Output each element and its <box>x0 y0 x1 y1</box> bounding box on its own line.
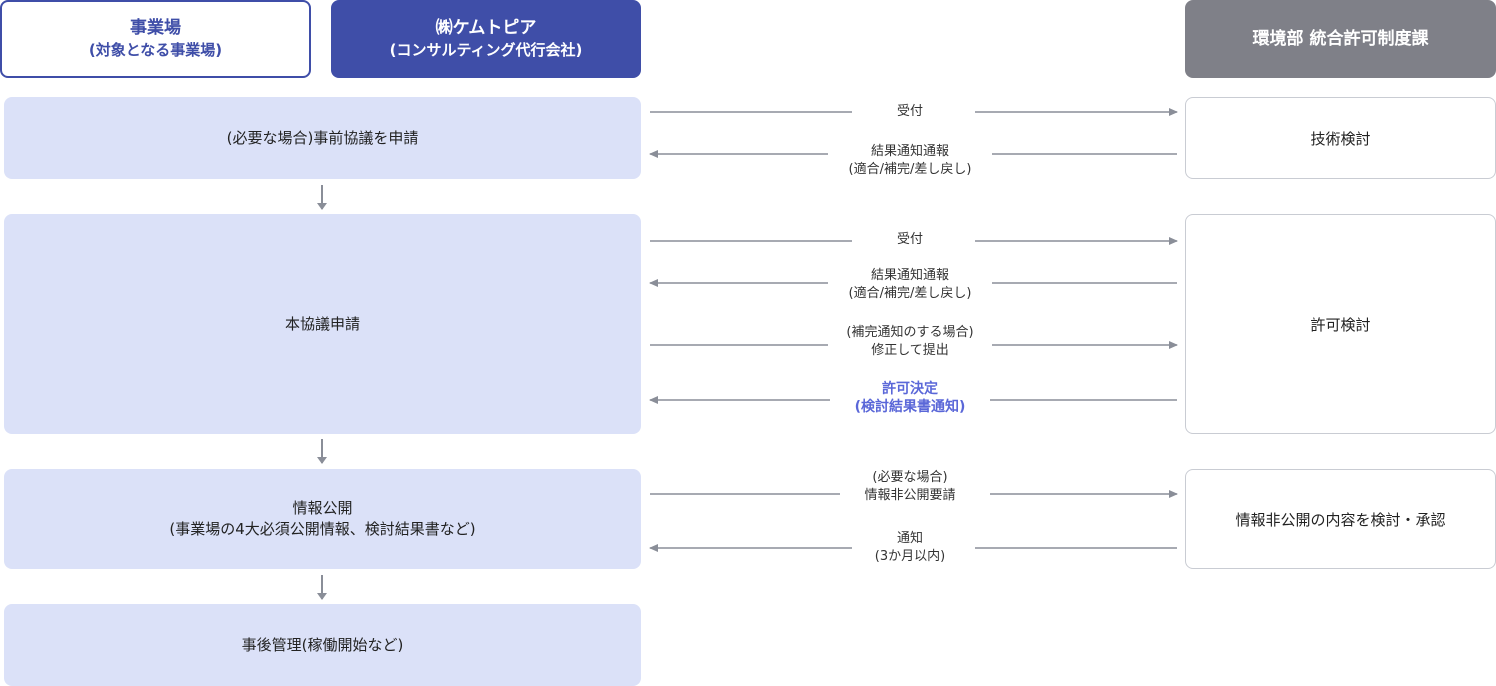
arrow-label-resubmit: (補完通知のする場合) 修正して提出 <box>760 324 1060 360</box>
arrow-label-line: (補完通知のする場合) <box>846 325 974 340</box>
header-government: 環境部 統合許可制度課 <box>1185 0 1496 78</box>
step-information-disclosure: 情報公開 (事業場の4大必須公開情報、検討結果書など) <box>4 469 641 569</box>
down-arrow-2 <box>317 439 327 464</box>
header-client-subtitle: (対象となる事業場) <box>88 41 223 59</box>
arrow-label-line: (適合/補完/差し戻し) <box>848 162 972 177</box>
down-arrow-3 <box>317 575 327 600</box>
gov-nondisclosure-review: 情報非公開の内容を検討・承認 <box>1185 469 1496 569</box>
arrow-label-line: (必要な場合) <box>872 470 948 485</box>
step-pre-consultation: (必要な場合)事前協議を申請 <box>4 97 641 179</box>
arrow-label-line: 結果通知通報 <box>870 268 949 283</box>
gov-box-label: 情報非公開の内容を検討・承認 <box>1235 510 1446 529</box>
arrow-label-notification: 通知 (3か月以内) <box>760 530 1060 566</box>
arrow-label-line: 通知 <box>896 531 923 546</box>
arrow-label-line: (適合/補完/差し戻し) <box>848 286 972 301</box>
header-client: 事業場 (対象となる事業場) <box>0 0 311 78</box>
step-label: (必要な場合)事前協議を申請 <box>226 128 419 147</box>
step-label: 事後管理(稼働開始など) <box>241 635 404 654</box>
arrow-label-receipt-2: 受付 <box>760 231 1060 249</box>
step-post-management: 事後管理(稼働開始など) <box>4 604 641 686</box>
gov-technical-review: 技術検討 <box>1185 97 1496 179</box>
arrow-label-line: 受付 <box>896 104 923 119</box>
gov-box-label: 許可検討 <box>1310 315 1371 334</box>
arrow-label-nondisclosure-request: (必要な場合) 情報非公開要請 <box>760 469 1060 505</box>
arrow-label-receipt-1: 受付 <box>760 103 1060 121</box>
arrow-label-line: 受付 <box>896 232 923 247</box>
arrow-label-result-1: 結果通知通報 (適合/補完/差し戻し) <box>760 143 1060 179</box>
step-label: 情報公開 <box>292 499 353 517</box>
header-consultant-subtitle: (コンサルティング代行会社) <box>389 41 583 59</box>
down-arrow-1 <box>317 185 327 210</box>
header-government-title: 環境部 統合許可制度課 <box>1252 29 1429 49</box>
arrow-label-line: (検討結果書通知) <box>854 399 966 415</box>
step-main-application: 本協議申請 <box>4 214 641 434</box>
arrow-label-result-2: 結果通知通報 (適合/補完/差し戻し) <box>760 267 1060 303</box>
arrow-label-line: 結果通知通報 <box>870 144 949 159</box>
arrow-label-line: 許可決定 <box>882 381 938 397</box>
step-sublabel: (事業場の4大必須公開情報、検討結果書など) <box>169 520 476 538</box>
arrow-label-line: (3か月以内) <box>874 549 946 564</box>
arrow-label-line: 修正して提出 <box>871 343 949 358</box>
header-consultant: ㈱ケムトピア (コンサルティング代行会社) <box>331 0 641 78</box>
header-client-title: 事業場 <box>130 18 181 38</box>
arrow-label-permit-decision: 許可決定 (検討結果書通知) <box>760 380 1060 416</box>
arrow-label-line: 情報非公開要請 <box>864 488 956 503</box>
gov-box-label: 技術検討 <box>1310 129 1371 148</box>
header-consultant-title: ㈱ケムトピア <box>435 18 537 38</box>
step-label: 本協議申請 <box>284 314 360 333</box>
